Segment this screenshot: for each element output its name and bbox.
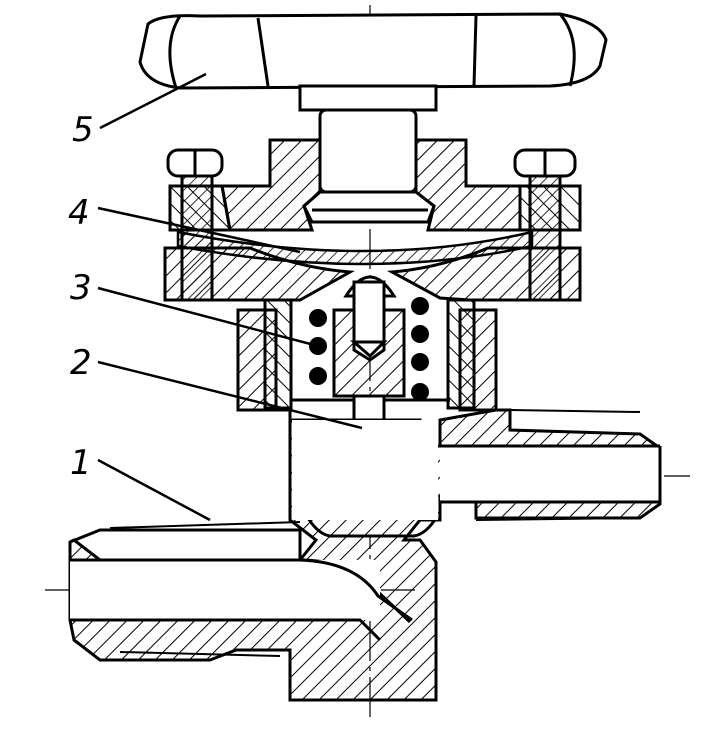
callout-5: 5 bbox=[72, 110, 94, 150]
callout-1: 1 bbox=[70, 443, 92, 483]
handwheel bbox=[138, 12, 608, 112]
leader-1 bbox=[97, 458, 211, 522]
valve-body bbox=[68, 408, 662, 702]
screws bbox=[166, 148, 577, 302]
callout-4: 4 bbox=[68, 193, 90, 233]
leader-2 bbox=[97, 360, 363, 430]
callout-3: 3 bbox=[70, 268, 92, 308]
spring bbox=[309, 297, 429, 401]
callout-2: 2 bbox=[70, 343, 92, 383]
leader-5 bbox=[99, 72, 207, 130]
leader-4 bbox=[97, 206, 301, 254]
leader-lines bbox=[97, 72, 363, 522]
threads bbox=[109, 409, 641, 657]
leader-3 bbox=[97, 286, 319, 348]
